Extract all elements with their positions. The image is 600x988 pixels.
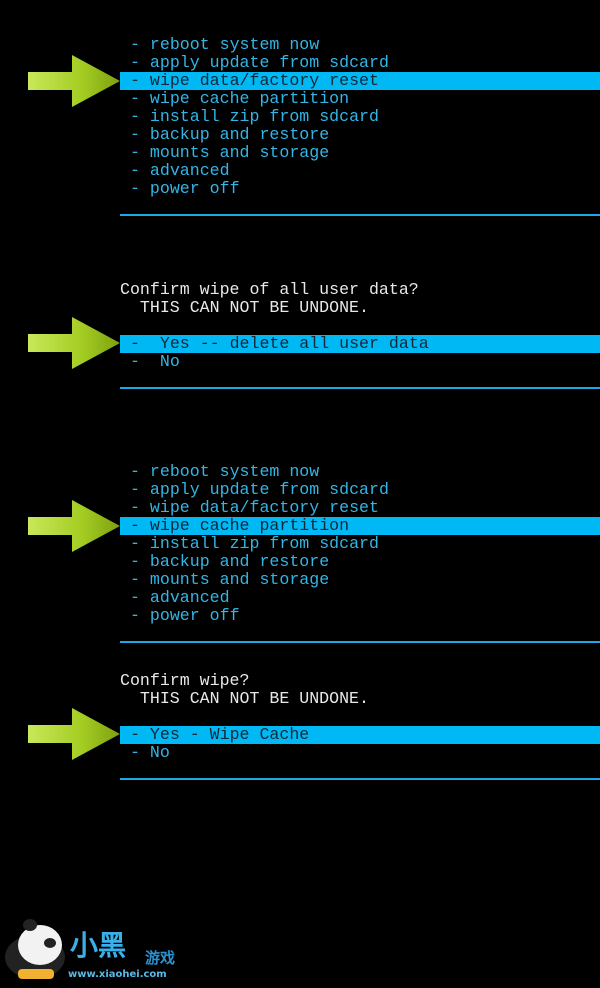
option-no[interactable]: - No bbox=[130, 352, 180, 371]
arrow-pointer-icon bbox=[28, 500, 120, 552]
menu-item-backup-restore[interactable]: - backup and restore bbox=[130, 552, 330, 571]
menu-item-install-zip[interactable]: - install zip from sdcard bbox=[130, 534, 379, 553]
watermark-url: www.xiaohei.com bbox=[68, 969, 167, 980]
menu-item-reboot[interactable]: - reboot system now bbox=[130, 35, 320, 54]
divider bbox=[120, 778, 600, 780]
confirm-title: Confirm wipe? bbox=[120, 671, 250, 690]
divider bbox=[120, 387, 600, 389]
menu-item-wipe-data-selected[interactable]: - wipe data/factory reset bbox=[120, 72, 600, 90]
menu-item-wipe-cache-selected[interactable]: - wipe cache partition bbox=[120, 517, 600, 535]
svg-text:游戏: 游戏 bbox=[145, 949, 175, 967]
confirm-warning: THIS CAN NOT BE UNDONE. bbox=[120, 689, 369, 708]
menu-item-apply-update[interactable]: - apply update from sdcard bbox=[130, 480, 389, 499]
menu-item-power-off[interactable]: - power off bbox=[130, 179, 240, 198]
menu-item-wipe-data[interactable]: - wipe data/factory reset bbox=[130, 498, 379, 517]
divider bbox=[120, 214, 600, 216]
option-yes-selected[interactable]: - Yes -- delete all user data bbox=[120, 335, 600, 353]
arrow-pointer-icon bbox=[28, 317, 120, 369]
confirm-wipe-data: Confirm wipe of all user data? THIS CAN … bbox=[120, 281, 600, 389]
recovery-menu-2: - reboot system now - apply update from … bbox=[120, 463, 600, 643]
menu-item-backup-restore[interactable]: - backup and restore bbox=[130, 125, 330, 144]
svg-text:小黑: 小黑 bbox=[70, 929, 126, 962]
divider bbox=[120, 641, 600, 643]
arrow-pointer-icon bbox=[28, 708, 120, 760]
watermark-logo: 小黑 游戏 www.xiaohei.com bbox=[0, 915, 200, 983]
menu-item-power-off[interactable]: - power off bbox=[130, 606, 240, 625]
arrow-pointer-icon bbox=[28, 55, 120, 107]
recovery-menu-1: - reboot system now - apply update from … bbox=[120, 36, 600, 216]
menu-item-advanced[interactable]: - advanced bbox=[130, 588, 230, 607]
menu-item-mounts-storage[interactable]: - mounts and storage bbox=[130, 570, 330, 589]
menu-item-apply-update[interactable]: - apply update from sdcard bbox=[130, 53, 389, 72]
option-yes-selected[interactable]: - Yes - Wipe Cache bbox=[120, 726, 600, 744]
menu-item-advanced[interactable]: - advanced bbox=[130, 161, 230, 180]
menu-item-install-zip[interactable]: - install zip from sdcard bbox=[130, 107, 379, 126]
menu-item-reboot[interactable]: - reboot system now bbox=[130, 462, 320, 481]
menu-item-wipe-cache[interactable]: - wipe cache partition bbox=[130, 89, 350, 108]
option-no[interactable]: - No bbox=[130, 743, 170, 762]
menu-item-mounts-storage[interactable]: - mounts and storage bbox=[130, 143, 330, 162]
panda-mascot-icon: 小黑 游戏 bbox=[5, 919, 175, 979]
confirm-wipe-cache: Confirm wipe? THIS CAN NOT BE UNDONE. - … bbox=[120, 672, 600, 780]
confirm-title: Confirm wipe of all user data? bbox=[120, 280, 419, 299]
confirm-warning: THIS CAN NOT BE UNDONE. bbox=[120, 298, 369, 317]
